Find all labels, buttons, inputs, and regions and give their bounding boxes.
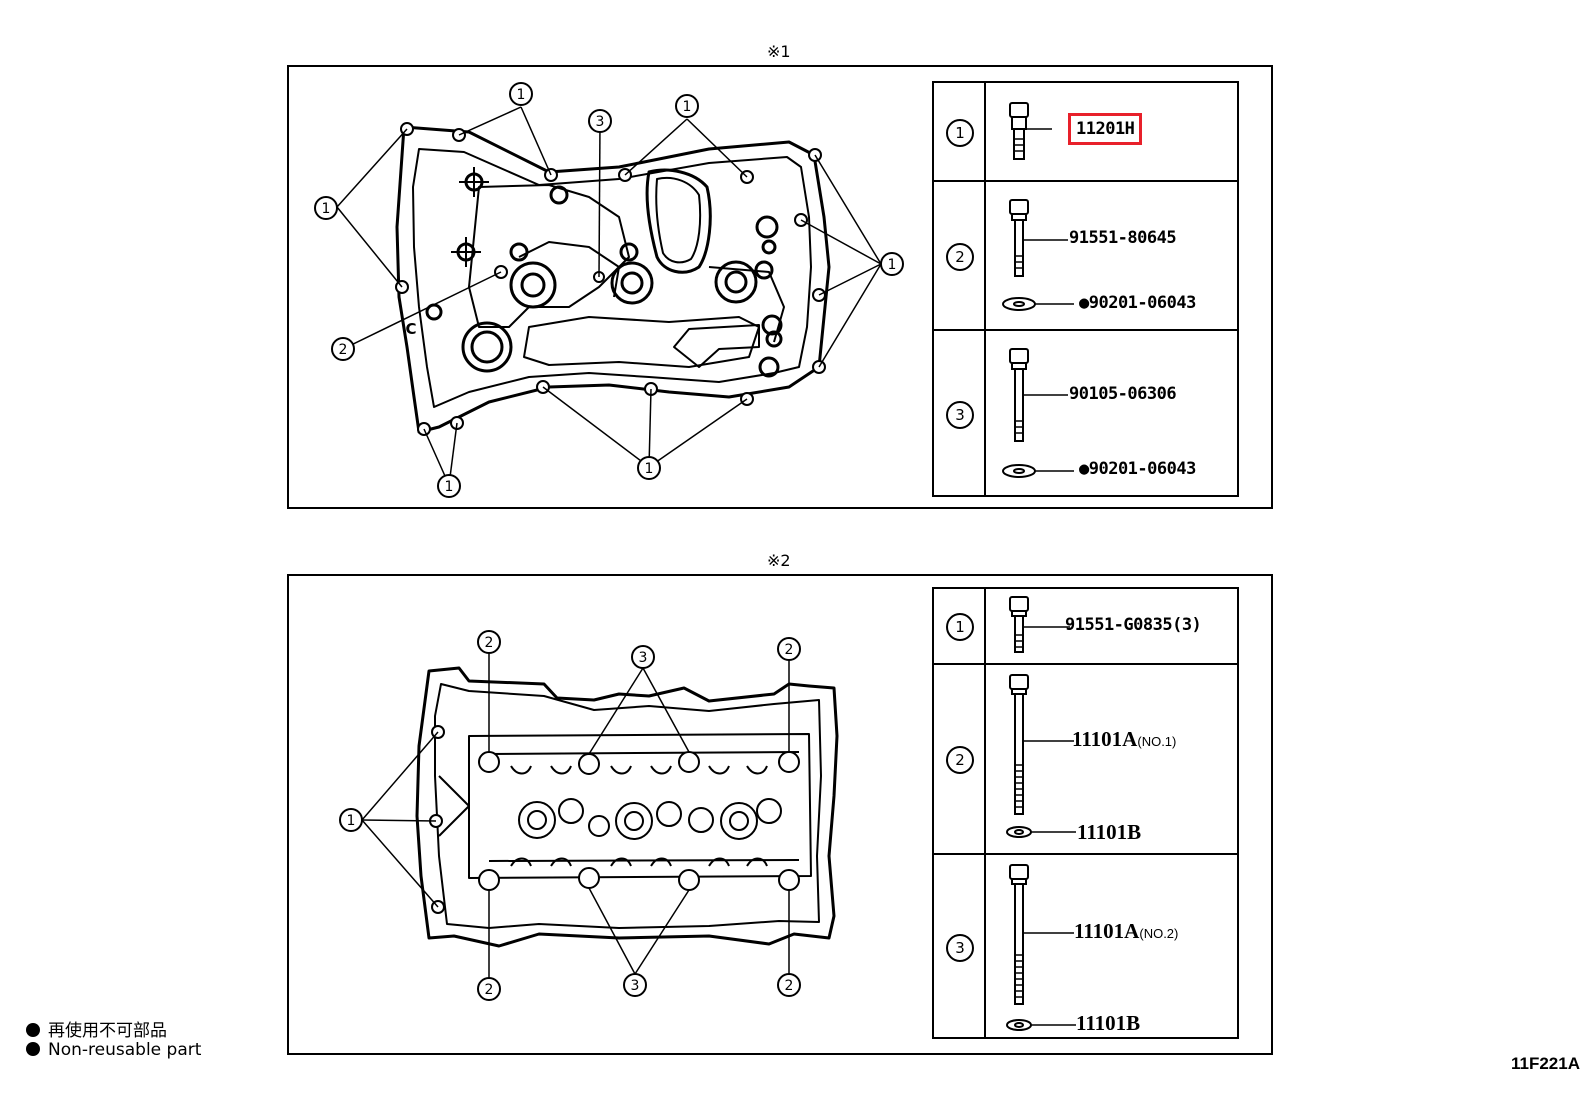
table-row: 2 91551-80645 ●90201-06043 bbox=[934, 180, 1237, 329]
callout-2: 2 bbox=[785, 642, 794, 658]
callout-1: 1 bbox=[645, 461, 654, 477]
index-cell: 1 bbox=[934, 83, 986, 180]
index-2: 2 bbox=[946, 242, 974, 271]
legend-jp-text: 再使用不可部品 bbox=[48, 1021, 167, 1041]
bolt-icon bbox=[1009, 596, 1070, 653]
parts-table-2: 1 91551-G0835(3) 2 bbox=[932, 587, 1239, 1039]
bullet-icon bbox=[26, 1023, 40, 1037]
index-1: 1 bbox=[946, 613, 974, 641]
part-number: 11101B bbox=[1077, 820, 1142, 844]
legend-en: Non-reusable part bbox=[26, 1040, 201, 1060]
callout-3: 3 bbox=[631, 978, 640, 994]
index-cell: 3 bbox=[934, 331, 986, 497]
index-3: 3 bbox=[946, 934, 974, 962]
part-note: (NO.2) bbox=[1139, 926, 1179, 941]
part-number: 11101A(NO.2) bbox=[1074, 919, 1178, 944]
callout-1: 1 bbox=[888, 257, 897, 273]
panel2-title: ※2 bbox=[767, 551, 791, 570]
bolt-washer-icon bbox=[1002, 348, 1074, 478]
part-number-11101A: 11101A bbox=[1072, 727, 1138, 751]
legend-jp: 再使用不可部品 bbox=[26, 1016, 167, 1041]
table-row: 1 11201H bbox=[934, 83, 1237, 180]
callout-3: 3 bbox=[596, 114, 605, 130]
part-number-11101A: 11101A bbox=[1074, 919, 1140, 943]
callout-1: 1 bbox=[322, 201, 331, 217]
figure-code: 11F221A bbox=[1511, 1054, 1580, 1073]
bolt-washer-icon bbox=[1002, 199, 1074, 311]
part-number: 11101A(NO.1) bbox=[1072, 727, 1176, 752]
index-2: 2 bbox=[946, 746, 974, 774]
callout-1: 1 bbox=[517, 87, 526, 103]
panel2-frame: 2 2 3 1 2 2 3 1 91551-G0835(3) bbox=[287, 574, 1273, 1055]
part-number: ●90201-06043 bbox=[1079, 293, 1196, 313]
legend-en-text: Non-reusable part bbox=[48, 1040, 202, 1060]
c-mark: C bbox=[405, 320, 416, 338]
part-number: 90105-06306 bbox=[1069, 384, 1177, 404]
long-bolt-icon bbox=[1006, 864, 1076, 1031]
part-number: 91551-G0835(3) bbox=[1065, 615, 1202, 635]
part-number: ●90201-06043 bbox=[1079, 459, 1196, 479]
part-number: 11201H bbox=[1067, 113, 1143, 145]
parts-table-1: 1 11201H 2 bbox=[932, 81, 1239, 497]
callout-1: 1 bbox=[347, 813, 356, 829]
table-row: 3 90105-06306 ●90201-06043 bbox=[934, 329, 1237, 497]
panel1-frame: 1 1 3 1 1 2 1 1 C 1 11201H bbox=[287, 65, 1273, 509]
table-row: 1 91551-G0835(3) bbox=[934, 589, 1237, 663]
part-number: 11101B bbox=[1076, 1011, 1141, 1035]
bullet-icon bbox=[26, 1042, 40, 1056]
part-number: 91551-80645 bbox=[1069, 228, 1177, 248]
index-cell: 1 bbox=[934, 589, 986, 663]
cover-outline bbox=[395, 125, 831, 434]
callout-1: 1 bbox=[445, 479, 454, 495]
index-3: 3 bbox=[946, 401, 974, 429]
callout-2: 2 bbox=[485, 635, 494, 651]
callout-1: 1 bbox=[683, 99, 692, 115]
index-1: 1 bbox=[946, 118, 974, 147]
cylinder-head-diagram: 2 2 3 1 2 2 3 bbox=[339, 630, 839, 1001]
callout-2: 2 bbox=[785, 978, 794, 994]
index-cell: 3 bbox=[934, 855, 986, 1039]
callout-2: 2 bbox=[485, 982, 494, 998]
callout-2: 2 bbox=[339, 342, 348, 358]
part-note: (NO.1) bbox=[1137, 734, 1177, 749]
panel1-title: ※1 bbox=[767, 42, 791, 61]
long-bolt-icon bbox=[1006, 674, 1076, 838]
table-row: 3 11101A(NO.2) 11101B bbox=[934, 853, 1237, 1039]
index-cell: 2 bbox=[934, 182, 986, 329]
table-row: 2 11101A(NO.1) 11101B bbox=[934, 663, 1237, 853]
index-cell: 2 bbox=[934, 665, 986, 853]
timing-cover-diagram: 1 1 3 1 1 2 1 1 C bbox=[314, 82, 904, 498]
callout-3: 3 bbox=[639, 650, 648, 666]
bolt-icon bbox=[1009, 102, 1052, 160]
